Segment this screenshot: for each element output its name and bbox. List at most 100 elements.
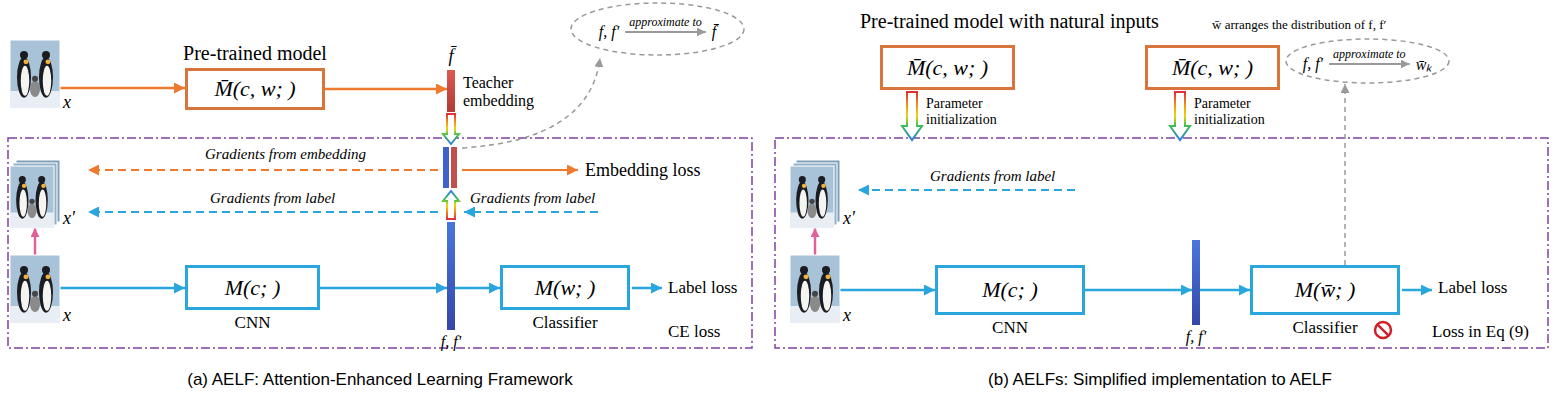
chick-head [812, 291, 818, 297]
chick-body [30, 81, 40, 97]
penguin-neck [821, 184, 825, 188]
chick-body [30, 296, 40, 312]
chick-body [810, 296, 820, 312]
feature-symbol: f, f' [1186, 328, 1206, 346]
input-symbol: x [843, 305, 851, 326]
dashed-region [8, 138, 752, 348]
loss-label: Label loss [668, 278, 737, 298]
panel-heading: Pre-trained model with natural inputs [860, 10, 1159, 33]
connector-arrow [1344, 84, 1346, 265]
chick-head [29, 199, 34, 204]
model-formula: M(c; ) [225, 275, 281, 301]
embedding-symbol: f̄ [448, 46, 453, 67]
image-sky [790, 255, 840, 323]
node-shape [10, 40, 60, 108]
penguin-belly [823, 281, 832, 311]
input-symbol: x [63, 92, 71, 113]
penguin-image: x [10, 40, 60, 108]
model-heading: Pre-trained model [183, 42, 327, 65]
cloud-arrow [625, 31, 706, 32]
loss-label: Label loss [1438, 278, 1507, 298]
cnn-box: M(c; )CNN [185, 265, 320, 310]
penguin-head [19, 176, 26, 183]
hollow-arrow [902, 92, 922, 140]
penguin-neck [802, 184, 806, 188]
penguin-belly [43, 66, 52, 96]
arrow-label: Parameter initialization [1194, 96, 1278, 128]
module-name: Classifier [1292, 318, 1357, 338]
connector-arrow [1085, 289, 1192, 292]
module-name: Classifier [532, 313, 597, 333]
hollow-arrow [443, 191, 459, 219]
prohibit-icon [1377, 324, 1388, 335]
penguin-head [800, 266, 808, 274]
loss-label: Embedding loss [585, 160, 701, 181]
connector-arrow [320, 287, 447, 290]
dashed-region [775, 138, 1548, 348]
panel-caption: (a) AELF: Attention-Enhanced Learning Fr… [0, 370, 760, 390]
penguin-belly [799, 190, 806, 217]
prohibit-icon [1375, 322, 1391, 338]
connector-arrow [840, 289, 935, 292]
penguin-belly [819, 190, 826, 217]
image-sky [10, 40, 60, 108]
penguin-head [822, 266, 830, 274]
penguin-body [17, 272, 31, 313]
connector-arrow [325, 88, 447, 91]
classifier-box: M(w̄; )Classifier [1250, 265, 1400, 315]
node-shape [10, 255, 60, 323]
node-shape [790, 160, 840, 228]
connector-arrow [60, 87, 185, 90]
penguin-belly [19, 190, 26, 217]
connector-arrow [814, 228, 817, 255]
image-sky [10, 255, 60, 323]
penguin-body [39, 57, 53, 98]
penguin-neck [804, 274, 809, 279]
penguin-body [797, 272, 811, 313]
cloud-outline [1286, 39, 1449, 83]
model-formula: M̄(c, w; ) [214, 76, 295, 102]
teacher-embedding-bar: f̄Teacher embedding [447, 70, 455, 112]
penguin-neck [46, 274, 51, 279]
chick-head [32, 291, 38, 297]
feature-symbol: f, f′ [599, 23, 619, 41]
gradient-label: Gradients from embedding [205, 146, 366, 163]
teacher-bar [451, 147, 457, 188]
target-symbol: f̄ [712, 23, 716, 41]
gradient-arrow [858, 189, 1075, 191]
cnn-box: M(c; )CNN [935, 265, 1085, 315]
penguin-neck [826, 274, 831, 279]
chick-body [28, 203, 37, 218]
penguin-head [799, 176, 806, 183]
connector-arrow [34, 228, 37, 255]
penguin-belly [801, 281, 810, 311]
model-formula: M̄(c, w; ) [907, 55, 988, 81]
connector-arrow [455, 287, 500, 290]
classifier-box: M(w; )Classifier [500, 265, 630, 310]
chick-body [808, 203, 817, 218]
image-sky [790, 166, 834, 228]
penguin-image: x [10, 255, 60, 323]
penguin-body [39, 272, 53, 313]
callout-cloud: f, f′ approximate to f̄ [570, 2, 745, 56]
loss-arrow [462, 169, 578, 171]
penguin-body [16, 182, 28, 219]
model-formula: M(w̄; ) [1295, 277, 1355, 303]
arrow-label: Parameter initialization [926, 96, 1010, 128]
gradient-arrow [88, 211, 438, 213]
penguin-head [38, 176, 45, 183]
penguin-head [818, 176, 825, 183]
penguin-neck [41, 184, 45, 188]
gradient-label: Gradients from label [210, 190, 335, 207]
hollow-arrow [1170, 92, 1190, 140]
hollow-arrow [443, 114, 459, 144]
model-formula: M̄(c, w; ) [1172, 55, 1253, 81]
arrow-note: approximate to [1333, 47, 1406, 62]
penguin-image: x' [10, 160, 60, 228]
penguin-neck [24, 274, 29, 279]
gradient-label: Gradients from label [470, 190, 595, 207]
model-formula: M(w; ) [535, 275, 595, 301]
arrow-note: approximate to [629, 15, 702, 30]
callout-leader [462, 58, 600, 148]
embedding-caption: Teacher embedding [463, 74, 555, 110]
